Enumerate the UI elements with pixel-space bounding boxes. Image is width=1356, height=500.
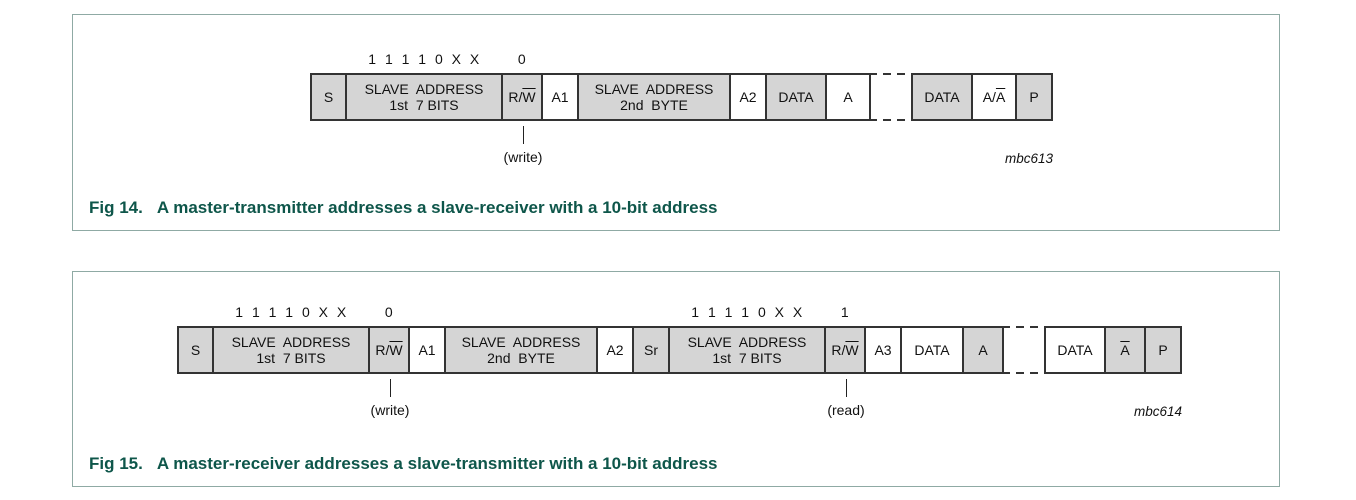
bit-pattern-label: 1 bbox=[840, 304, 852, 320]
pointer-line bbox=[523, 126, 524, 144]
frame-cell-s: S bbox=[310, 73, 347, 121]
frame-cell-label: R/W bbox=[375, 342, 403, 358]
frame-cell-sr: Sr bbox=[632, 326, 670, 374]
frame-cell-a2: A2 bbox=[596, 326, 634, 374]
figure-code: mbc613 bbox=[1004, 151, 1053, 166]
frame-cell-label: R/W bbox=[508, 89, 536, 105]
frame-cell-r-w: R/W bbox=[368, 326, 410, 374]
frame-cell-a: A bbox=[1104, 326, 1146, 374]
frame-cell-a2: A2 bbox=[729, 73, 767, 121]
bit-pattern-label: 1 1 1 1 0 X X bbox=[235, 304, 349, 320]
frame-cell-r-w: R/W bbox=[501, 73, 543, 121]
rw-direction-note: (write) bbox=[370, 402, 410, 418]
frame-cell-label: A1 bbox=[418, 342, 436, 358]
frame-cell-label: A1 bbox=[551, 89, 569, 105]
frame-cell-label: S bbox=[323, 89, 334, 105]
frame-cell-label: DATA bbox=[914, 342, 950, 358]
figure-caption-text: A master-receiver addresses a slave-tran… bbox=[156, 454, 718, 473]
frame-cell-label: 1st 7 BITS bbox=[256, 350, 326, 366]
frame-cell-a1: A1 bbox=[541, 73, 579, 121]
frame-cell-a1: A1 bbox=[408, 326, 446, 374]
figure-caption-text: A master-transmitter addresses a slave-r… bbox=[156, 198, 718, 217]
frame-cell-label: S bbox=[190, 342, 201, 358]
figure-code: mbc614 bbox=[1133, 404, 1182, 419]
frame-cell-label: Sr bbox=[644, 342, 658, 358]
frame-cell-s: S bbox=[177, 326, 214, 374]
frame-cell-label: 2nd BYTE bbox=[620, 97, 688, 113]
frame-cell-label: A/A bbox=[982, 89, 1006, 105]
frame-cell-a: A bbox=[825, 73, 871, 121]
frame-cell-label: A bbox=[843, 89, 853, 105]
frame-cell-r-w: R/W bbox=[824, 326, 866, 374]
bit-pattern-label: 0 bbox=[384, 304, 396, 320]
frame-cell-label: P bbox=[1158, 342, 1168, 358]
frame-cell-data: DATA bbox=[911, 73, 973, 121]
bit-pattern-label: 0 bbox=[517, 51, 529, 67]
dashed-gap-segment bbox=[1002, 326, 1046, 374]
frame-cell-label: DATA bbox=[778, 89, 814, 105]
frame-cell-label: SLAVE ADDRESS bbox=[687, 334, 807, 350]
frame-cell-label: DATA bbox=[924, 89, 960, 105]
frame-cell-p: P bbox=[1015, 73, 1053, 121]
frame-cell-a-a: A/A bbox=[971, 73, 1017, 121]
frame-cell-data: DATA bbox=[1044, 326, 1106, 374]
overbar-text: A bbox=[1120, 342, 1130, 358]
frame-cell-data: DATA bbox=[765, 73, 827, 121]
figure-caption-label: Fig 15. bbox=[89, 454, 143, 473]
frame-cell-data: DATA bbox=[900, 326, 964, 374]
frame-cell-label: 1st 7 BITS bbox=[389, 97, 459, 113]
overbar-text: W bbox=[845, 342, 859, 358]
pointer-line bbox=[846, 379, 847, 397]
rw-direction-note: (read) bbox=[827, 402, 865, 418]
frame-cell-label: A2 bbox=[606, 342, 624, 358]
frame-cell-label: A bbox=[978, 342, 988, 358]
frame-cell-label: DATA bbox=[1057, 342, 1093, 358]
frame-cell-label: SLAVE ADDRESS bbox=[461, 334, 581, 350]
bit-pattern-label: 1 1 1 1 0 X X bbox=[368, 51, 482, 67]
frame-cell-label: SLAVE ADDRESS bbox=[364, 81, 484, 97]
frame-cell-label: A2 bbox=[739, 89, 757, 105]
frame-cell-label: 1st 7 BITS bbox=[712, 350, 782, 366]
frame-cell-label: A3 bbox=[874, 342, 892, 358]
figure-15-caption: Fig 15. A master-receiver addresses a sla… bbox=[89, 454, 718, 474]
frame-cell-p: P bbox=[1144, 326, 1182, 374]
figure-caption-label: Fig 14. bbox=[89, 198, 143, 217]
rw-direction-note: (write) bbox=[503, 149, 543, 165]
bit-pattern-label: 1 1 1 1 0 X X bbox=[691, 304, 805, 320]
frame-cell-label: 2nd BYTE bbox=[487, 350, 555, 366]
dashed-gap-segment bbox=[869, 73, 913, 121]
frame-cell-a: A bbox=[962, 326, 1004, 374]
overbar-text: W bbox=[389, 342, 403, 358]
figure-14-caption: Fig 14. A master-transmitter addresses a … bbox=[89, 198, 718, 218]
frame-cell-a3: A3 bbox=[864, 326, 902, 374]
frame-cell-label: A bbox=[1120, 342, 1129, 358]
frame-cell-label: SLAVE ADDRESS bbox=[594, 81, 714, 97]
overbar-text: W bbox=[522, 89, 536, 105]
frame-cell-label: R/W bbox=[831, 342, 859, 358]
frame-cell-label: SLAVE ADDRESS bbox=[231, 334, 351, 350]
overbar-text: A bbox=[995, 89, 1006, 105]
pointer-line bbox=[390, 379, 391, 397]
frame-cell-label: P bbox=[1029, 89, 1039, 105]
